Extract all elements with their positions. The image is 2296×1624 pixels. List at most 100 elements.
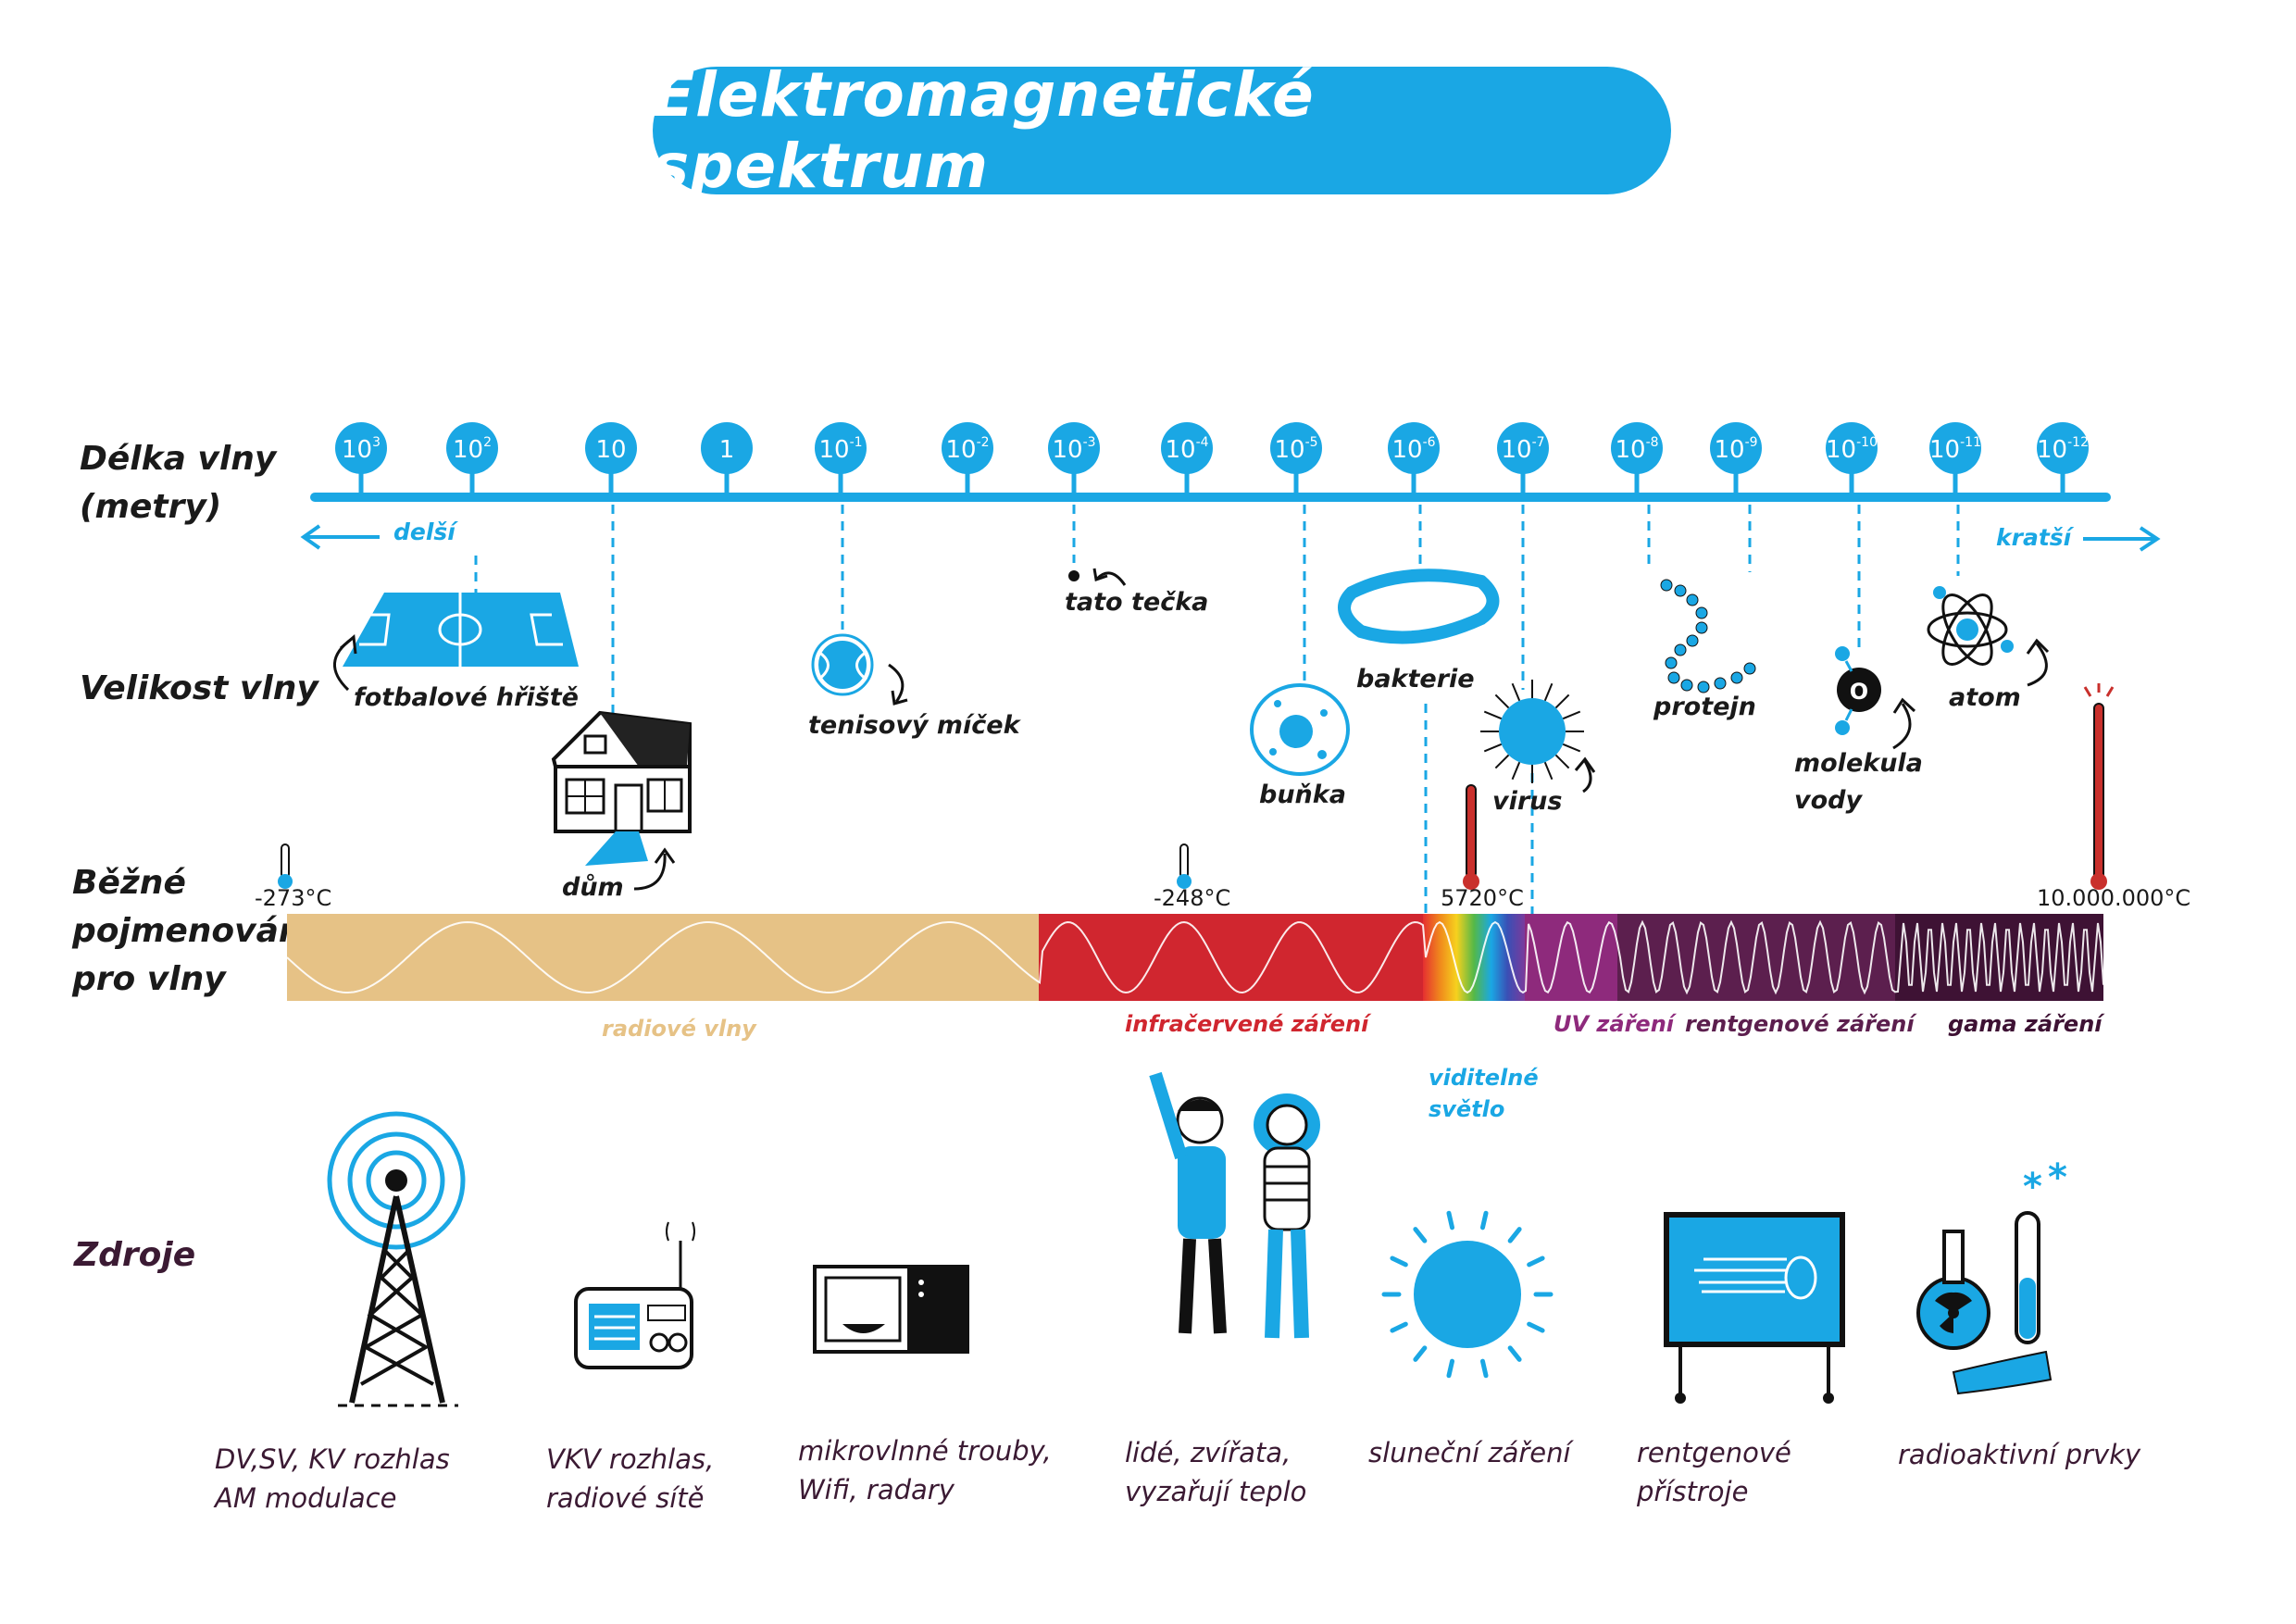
row-label-wavelength-line2: (metry)	[80, 488, 222, 526]
scale-tick-label: 10-10	[1826, 435, 1878, 464]
label-bacteria: bakterie	[1356, 665, 1475, 693]
label-longer: delší	[393, 518, 455, 545]
source-label-xray-machine: rentgenové přístroje	[1637, 1433, 1791, 1511]
scale-tick: 10-2	[942, 422, 993, 496]
row-label-wavelength: Délka vlny (metry)	[80, 435, 276, 531]
scale-tick: 10-7	[1497, 422, 1549, 496]
source-label-radioactive: radioaktivní prvky	[1898, 1439, 2141, 1470]
band-label-uv: UV záření	[1554, 1011, 1675, 1037]
scale-tick-bubble	[1048, 422, 1100, 474]
temp-label: -273°C	[255, 885, 332, 911]
source-label-sun: sluneční záření	[1368, 1437, 1571, 1468]
scale-tick-bubble	[1611, 422, 1663, 474]
label-water-molecule-line1: molekula	[1794, 749, 1923, 778]
sun-ray	[1527, 1321, 1545, 1333]
protein-icon	[1660, 579, 1756, 693]
scale-tick-bubble	[942, 422, 993, 474]
scale-tick-bubble	[585, 422, 637, 474]
scale-tick-bubble	[1497, 422, 1549, 474]
thermometer-icon	[2083, 683, 2115, 890]
people-icon	[1149, 1071, 1320, 1339]
virus-spike	[1483, 710, 1503, 720]
virus-spike	[1562, 710, 1581, 720]
guide-lines	[474, 505, 1960, 917]
radio-tower-icon	[327, 1111, 466, 1407]
sun-ray	[1390, 1255, 1408, 1268]
scale-tick: 102	[446, 422, 498, 496]
scale-tick-bubble	[815, 422, 867, 474]
scale-tick: 10	[585, 422, 637, 496]
scale-tick: 1	[701, 422, 753, 496]
sun-ray	[1527, 1255, 1545, 1268]
temp-label: -248°C	[1154, 885, 1231, 911]
sun-ray	[1479, 1358, 1489, 1379]
thermometer-icon	[1463, 784, 1479, 890]
sun-icon	[1381, 1210, 1554, 1379]
virus-spike	[1554, 693, 1570, 709]
scale-tick: 10-4	[1161, 422, 1213, 496]
source-label-radio-set: VKV rozhlas, radiové sítě	[546, 1440, 714, 1518]
virus-spike	[1494, 754, 1510, 769]
scale-tick-label: 10-5	[1274, 435, 1317, 464]
label-football-field: fotbalové hřiště	[354, 683, 579, 712]
sun-ray	[1446, 1358, 1455, 1379]
arrow-shorter	[2083, 526, 2161, 552]
row-label-wavelength-line1: Délka vlny	[80, 440, 277, 478]
source-label-microwave: mikrovlnné trouby, Wifi, radary	[798, 1431, 1052, 1509]
source-label-radio-set-line2: radiové sítě	[546, 1482, 705, 1514]
band-radio	[287, 914, 1039, 1001]
scale-tick-bubble	[1710, 422, 1762, 474]
band-visible	[1423, 914, 1525, 1001]
scale-tick-bubble	[1826, 422, 1878, 474]
scale-tick: 10-12	[2037, 422, 2089, 496]
water-molecule-icon: O	[1835, 646, 1916, 750]
svg-text:*: *	[2048, 1156, 2067, 1199]
source-label-microwave-line1: mikrovlnné trouby,	[798, 1435, 1052, 1467]
svg-text:O: O	[1850, 679, 1868, 705]
source-label-microwave-line2: Wifi, radary	[798, 1474, 955, 1505]
scale-tick-label: 10	[595, 436, 626, 464]
scale-tick-label: 10-9	[1714, 435, 1757, 464]
microwave-icon	[813, 1265, 969, 1354]
svg-text:*: *	[2023, 1166, 2042, 1208]
atom-icon	[1927, 586, 2050, 687]
scale-tick-bubble	[446, 422, 498, 474]
spectrum-band	[286, 914, 2104, 1001]
label-cell: buňka	[1259, 781, 1346, 809]
label-protein: protejn	[1653, 693, 1756, 721]
scale-tick-bubble	[1161, 422, 1213, 474]
virus-spike	[1511, 682, 1521, 702]
row-label-names-line3: pro vlny	[72, 960, 226, 998]
cell-icon	[1250, 683, 1350, 776]
temp-label: 10.000.000°C	[2037, 885, 2191, 911]
source-label-radio-set-line1: VKV rozhlas,	[546, 1443, 715, 1475]
scale-tick: 10-8	[1611, 422, 1663, 496]
scale-tick: 10-1	[815, 422, 867, 496]
virus-icon	[1480, 680, 1596, 793]
sun-ray	[1507, 1345, 1522, 1362]
row-label-names: Běžné pojmenování pro vlny	[72, 859, 314, 1004]
label-water-molecule: molekula vody	[1794, 745, 1923, 819]
virus-spike	[1483, 743, 1503, 753]
scale-tick: 10-10	[1826, 422, 1878, 496]
scale-bar	[310, 493, 2111, 502]
source-label-people: lidé, zvířata, vyzařují teplo	[1125, 1433, 1306, 1511]
scale-tick-label: 1	[719, 436, 735, 464]
source-label-radio-tower: DV,SV, KV rozhlas AM modulace	[215, 1440, 450, 1518]
radioactive-icon: * *	[1916, 1156, 2067, 1395]
source-label-people-line1: lidé, zvířata,	[1125, 1437, 1292, 1468]
scale-tick: 10-5	[1270, 422, 1322, 496]
house-icon	[551, 710, 692, 891]
page-title: Elektromagnetické spektrum	[653, 59, 1315, 202]
sun-ray	[1446, 1210, 1455, 1230]
scale-tick-label: 10-12	[2037, 435, 2089, 464]
band-label-infrared: infračervené záření	[1125, 1011, 1369, 1037]
title-banner: Elektromagnetické spektrum	[653, 59, 1671, 202]
row-label-sources: Zdroje	[74, 1236, 196, 1274]
thermometer-icon	[278, 843, 293, 889]
sun-ray	[1413, 1345, 1428, 1362]
